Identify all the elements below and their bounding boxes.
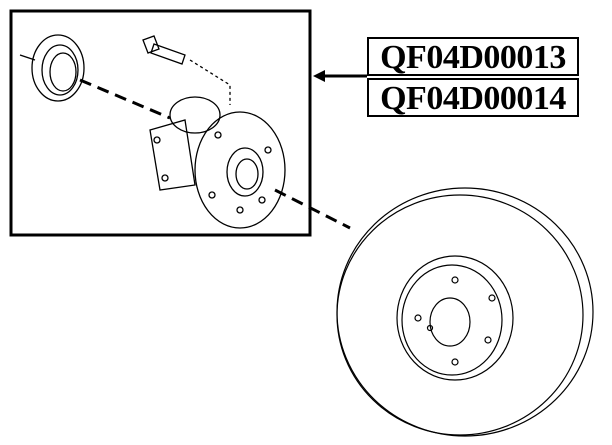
part-number-label-2: QF04D00014 (367, 78, 579, 117)
dust-cover-drawing (19, 34, 85, 102)
hub-assembly-frame (9, 9, 312, 237)
brake-disc-drawing (336, 187, 594, 437)
arrow-left-icon (313, 70, 367, 82)
wheel-hub-bearing-drawing (149, 96, 286, 229)
axis-line (79, 78, 351, 230)
part-number-label-1: QF04D00013 (367, 37, 579, 76)
hub-bolt-drawing (142, 35, 231, 105)
